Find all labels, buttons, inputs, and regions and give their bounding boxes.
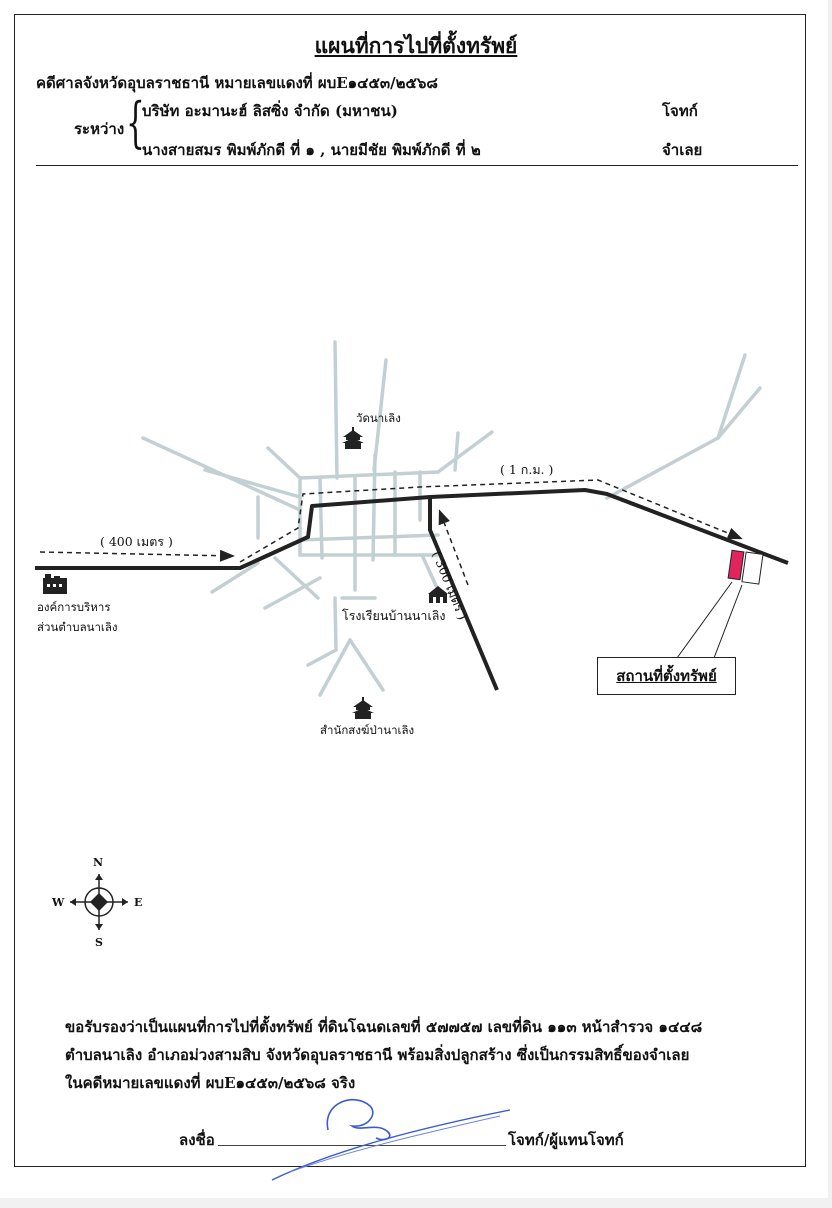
certification-line-2: ตำบลนาเลิง อำเภอม่วงสามสิบ จังหวัดอุบลรา… bbox=[65, 1046, 690, 1064]
certification-line-1: ขอรับรองว่าเป็นแผนที่การไปที่ตั้งทรัพย์ … bbox=[65, 1018, 703, 1036]
certification-line-3: ในคดีหมายเลขแดงที่ ผบE๑๔๕๓/๒๕๖๘ จริง bbox=[65, 1074, 356, 1092]
compass-n: N bbox=[93, 856, 104, 869]
distance-label-1km: ( 1 ก.ม. ) bbox=[500, 462, 554, 477]
temple-label: วัดนาเลิง bbox=[356, 411, 401, 425]
plaintiff-role: โจทก์ bbox=[662, 102, 698, 120]
monastery-label: สำนักสงฆ์ป่านาเลิง bbox=[320, 723, 415, 737]
header-divider bbox=[36, 165, 798, 166]
school-icon bbox=[428, 586, 448, 603]
compass-s: S bbox=[95, 936, 103, 949]
document-title: แผนที่การไปที่ตั้งทรัพย์ bbox=[314, 33, 518, 58]
property-marker bbox=[676, 549, 764, 659]
defendant-name: นางสายสมร พิมพ์ภักดี ที่ ๑ , นายมีชัย พิ… bbox=[142, 141, 481, 159]
document-frame bbox=[14, 14, 806, 1167]
route-path bbox=[39, 479, 743, 586]
signature bbox=[271, 1098, 511, 1181]
plaintiff-name: บริษัท อะมานะฮ์ ลิสซิ่ง จำกัด (มหาชน) bbox=[142, 102, 398, 120]
side-roads bbox=[141, 340, 762, 697]
monastery-icon bbox=[352, 697, 374, 719]
office-label-line2: ส่วนตำบลนาเลิง bbox=[37, 620, 118, 634]
distance-label-400m: ( 400 เมตร ) bbox=[100, 534, 173, 549]
office-building-icon bbox=[43, 574, 67, 594]
main-road bbox=[35, 488, 789, 691]
party-brace: { bbox=[126, 91, 145, 154]
office-label-line1: องค์การบริหาร bbox=[37, 600, 111, 614]
between-label: ระหว่าง bbox=[74, 120, 125, 138]
compass-e: E bbox=[134, 896, 143, 909]
case-number-line: คดีศาลจังหวัดอุบลราชธานี หมายเลขแดงที่ ผ… bbox=[36, 74, 438, 92]
school-label: โรงเรียนบ้านนาเลิง bbox=[342, 608, 446, 623]
signature-label: ลงชื่อ bbox=[179, 1131, 215, 1149]
temple-icon bbox=[342, 427, 364, 449]
compass-w: W bbox=[52, 896, 65, 909]
property-location-label: สถานที่ตั้งทรัพย์ bbox=[597, 657, 736, 695]
signer-role: โจทก์/ผู้แทนโจทก์ bbox=[508, 1131, 624, 1149]
compass-icon bbox=[70, 874, 128, 930]
defendant-role: จำเลย bbox=[662, 141, 703, 159]
